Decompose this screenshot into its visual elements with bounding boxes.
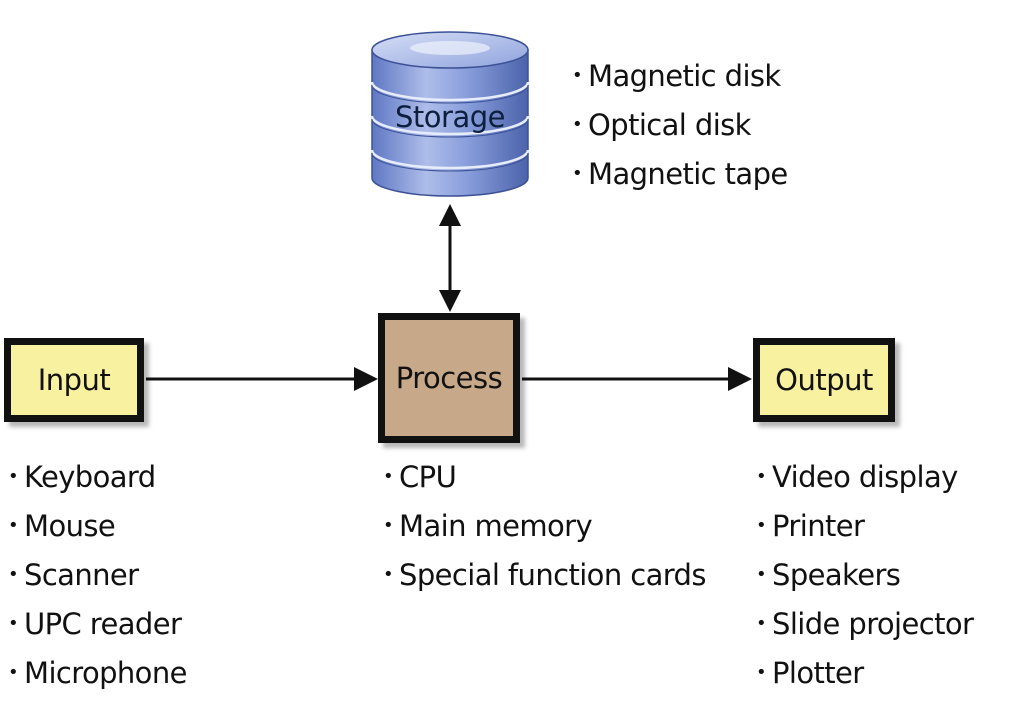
storage-label: Storage — [395, 100, 505, 134]
output-item: Video display — [756, 455, 973, 504]
output-item: Printer — [756, 504, 973, 553]
output-item: Speakers — [756, 553, 973, 602]
input-process-arrow — [146, 367, 378, 391]
output-item: Slide projector — [756, 602, 974, 651]
process-list: CPU Main memory Special function cards — [383, 455, 706, 602]
storage-item: Magnetic tape — [572, 152, 788, 201]
input-item: Microphone — [8, 651, 187, 700]
storage-process-arrow — [439, 204, 461, 312]
output-item: Plotter — [756, 651, 973, 700]
storage-item: Optical disk — [572, 103, 788, 152]
input-item: Scanner — [8, 553, 187, 602]
process-item: CPU — [383, 455, 706, 504]
input-item: Mouse — [8, 504, 187, 553]
input-item: Keyboard — [8, 455, 187, 504]
process-label: Process — [395, 361, 503, 395]
process-box: Process — [378, 313, 520, 443]
output-box: Output — [753, 338, 895, 422]
output-label: Output — [775, 363, 873, 397]
output-list: Video display Printer Speakers Slide pro… — [756, 455, 974, 700]
storage-item: Magnetic disk — [572, 54, 788, 103]
input-label: Input — [37, 363, 111, 397]
input-box: Input — [4, 338, 144, 422]
process-item: Main memory — [383, 504, 706, 553]
input-list: Keyboard Mouse Scanner UPC reader Microp… — [8, 455, 187, 700]
storage-list: Magnetic disk Optical disk Magnetic tape — [572, 54, 788, 201]
input-item: UPC reader — [8, 602, 187, 651]
storage-cylinder-icon — [370, 31, 530, 197]
process-output-arrow — [522, 367, 752, 391]
process-item: Special function cards — [383, 553, 706, 602]
